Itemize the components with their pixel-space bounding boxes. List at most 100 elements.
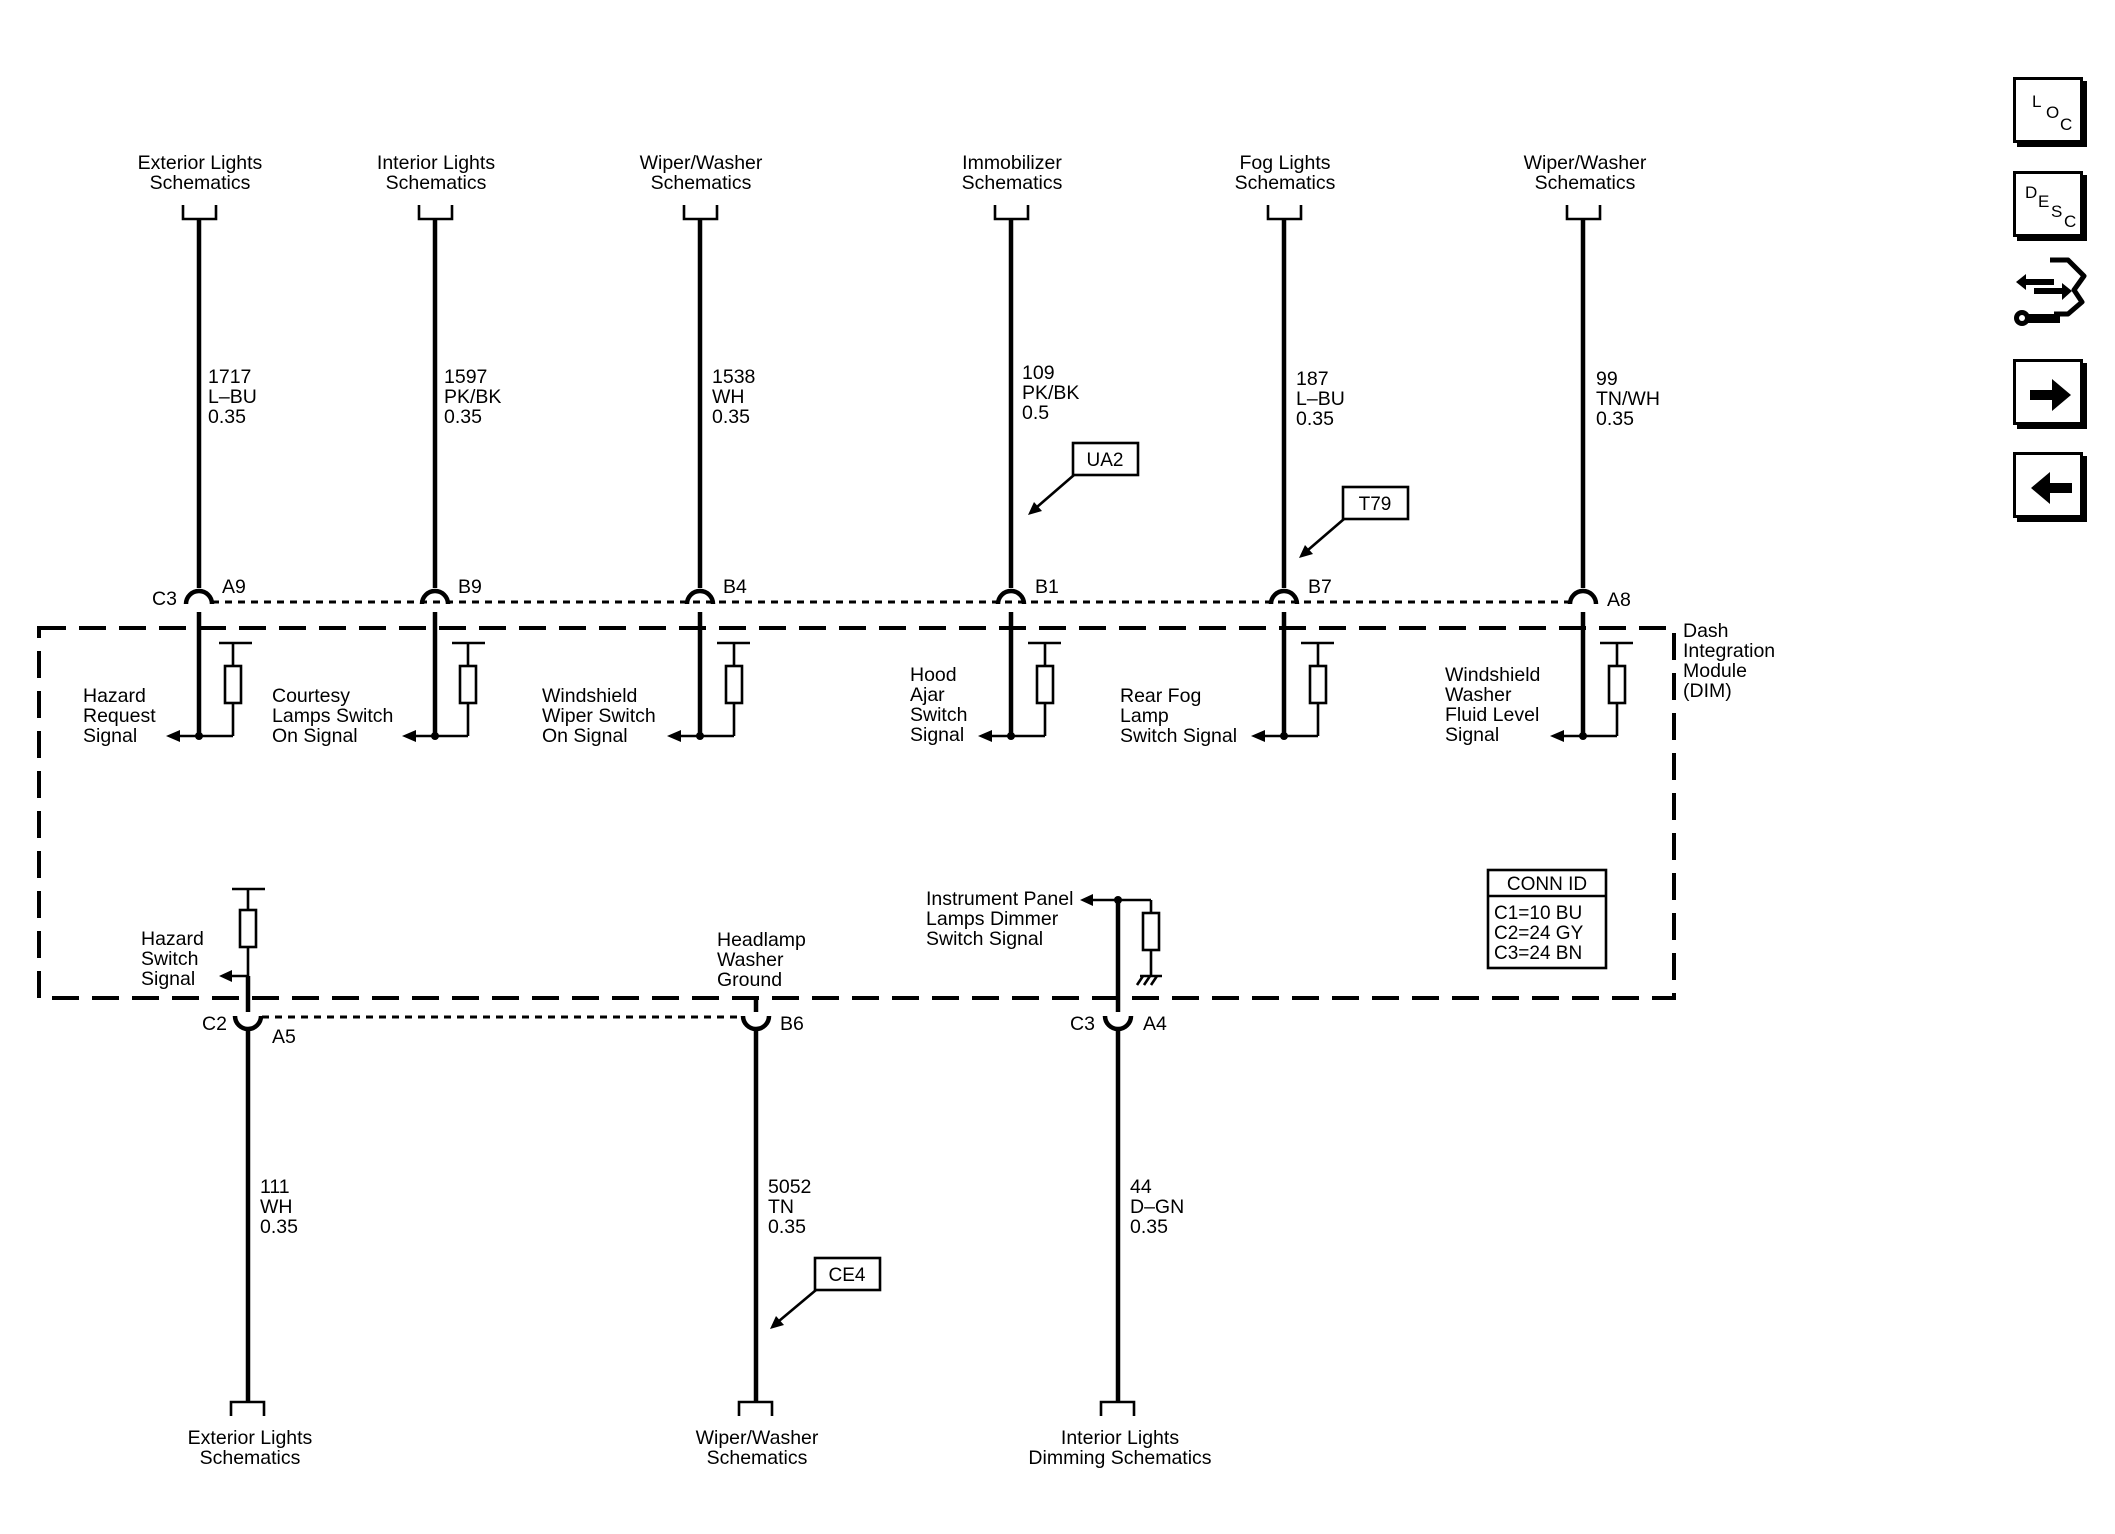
wire-color: D–GN (1130, 1196, 1184, 1218)
signal-label: Switch Signal (1120, 725, 1237, 747)
circuit-number: 1717 (208, 366, 251, 388)
arrow-right-icon (2030, 379, 2071, 411)
top-wire-washer: Wiper/Washer Schematics 99 TN/WH 0.35 (1524, 152, 1660, 588)
circuit-number: 44 (1130, 1176, 1152, 1198)
signal-label: Wiper Switch (542, 705, 656, 727)
svg-text:Integration: Integration (1683, 640, 1775, 662)
loc-button[interactable]: L O C (2013, 77, 2083, 143)
signal-label: Signal (83, 725, 137, 747)
circuit-number: 109 (1022, 362, 1055, 384)
wire-color: PK/BK (1022, 382, 1079, 404)
signal-label: Signal (1445, 724, 1499, 746)
signal-label: On Signal (542, 725, 628, 747)
circuit-number: 5052 (768, 1176, 811, 1198)
signal-label: Hood (910, 664, 957, 686)
pin-label: B7 (1308, 576, 1332, 598)
circuit-number: 187 (1296, 368, 1329, 390)
location-tag-ua2: UA2 (1028, 441, 1140, 515)
signal-label: Ajar (910, 684, 945, 706)
pin-label: A5 (272, 1026, 296, 1048)
wire-gauge: 0.5 (1022, 402, 1049, 424)
top-wire-wiper: Wiper/Washer Schematics 1538 WH 0.35 (640, 152, 763, 588)
svg-text:C2=24 GY: C2=24 GY (1494, 923, 1584, 944)
svg-text:C3=24 BN: C3=24 BN (1494, 943, 1582, 964)
svg-text:C: C (2064, 212, 2076, 231)
signal-label: Signal (141, 968, 195, 990)
location-tag-t79: T79 (1299, 485, 1410, 558)
wire-color: TN/WH (1596, 388, 1660, 410)
input-circuit-washer-fluid: Windshield Washer Fluid Level Signal (1445, 612, 1633, 746)
wire-gauge: 0.35 (444, 406, 482, 428)
bottom-dest-label: Exterior Lights (188, 1427, 313, 1449)
signal-label: Instrument Panel (926, 888, 1073, 910)
circuit-number: 1597 (444, 366, 487, 388)
top-dest-label: Wiper/Washer (640, 152, 763, 174)
pin-label: A8 (1607, 589, 1631, 611)
next-button[interactable] (2013, 359, 2083, 425)
module-label: Dash Integration Module (DIM) (1683, 620, 1775, 702)
top-wire-fog: Fog Lights Schematics 187 L–BU 0.35 (1235, 152, 1345, 588)
top-wire-courtesy: Interior Lights Schematics 1597 PK/BK 0.… (377, 152, 501, 588)
svg-text:D: D (2025, 183, 2037, 202)
svg-text:L: L (2032, 92, 2041, 111)
wire-color: L–BU (1296, 388, 1345, 410)
signal-label: Hazard (141, 928, 204, 950)
input-circuit-hood-ajar: Hood Ajar Switch Signal (910, 612, 1061, 746)
input-circuit-hazard-request: Hazard Request Signal (83, 612, 252, 747)
wire-gauge: 0.35 (260, 1216, 298, 1238)
wire-gauge: 0.35 (768, 1216, 806, 1238)
input-circuit-wiper-switch: Windshield Wiper Switch On Signal (542, 612, 750, 747)
signal-label: Lamps Switch (272, 705, 393, 727)
pin-label: B9 (458, 576, 482, 598)
top-dest-label: Schematics (1535, 172, 1636, 194)
signal-label: Headlamp (717, 929, 806, 951)
pin-label: A4 (1143, 1013, 1167, 1035)
signal-label: Rear Fog (1120, 685, 1201, 707)
wire-color: WH (260, 1196, 293, 1218)
signal-label: On Signal (272, 725, 358, 747)
svg-text:CE4: CE4 (829, 1265, 866, 1286)
dim-module-boundary (37, 626, 1676, 1000)
wire-color: TN (768, 1196, 794, 1218)
svg-text:CONN ID: CONN ID (1507, 874, 1587, 895)
top-dest-label: Exterior Lights (138, 152, 263, 174)
wire-gauge: 0.35 (208, 406, 246, 428)
desc-button[interactable]: D E S C (2013, 171, 2083, 237)
signal-label: Fluid Level (1445, 704, 1539, 726)
wire-color: WH (712, 386, 745, 408)
pin-label: B1 (1035, 576, 1059, 598)
back-button[interactable] (2013, 452, 2083, 518)
top-wire-hazard: Exterior Lights Schematics 1717 L–BU 0.3… (138, 152, 263, 588)
conn-id-table: CONN ID C1=10 BU C2=24 GY C3=24 BN (1486, 868, 1608, 970)
dimmer-switch-circuit: Instrument Panel Lamps Dimmer Switch Sig… (926, 888, 1162, 1012)
wire-gauge: 0.35 (1130, 1216, 1168, 1238)
location-tag-ce4: CE4 (770, 1256, 882, 1329)
signal-label: Windshield (1445, 664, 1540, 686)
svg-text:UA2: UA2 (1087, 450, 1124, 471)
svg-text:Dash: Dash (1683, 620, 1729, 642)
signal-label: Switch (910, 704, 967, 726)
svg-text:S: S (2051, 202, 2062, 221)
connector-c3-top: C3 A9 B9 B4 B1 B7 A8 (152, 576, 1631, 611)
wire-gauge: 0.35 (1296, 408, 1334, 430)
headlamp-washer-ground-label: Headlamp Washer Ground (717, 929, 806, 1012)
diagnostic-tool-icon[interactable] (2010, 254, 2090, 336)
circuit-number: 111 (260, 1176, 290, 1198)
signal-label: Washer (717, 949, 784, 971)
pin-label: A9 (222, 576, 246, 598)
top-dest-label: Fog Lights (1239, 152, 1330, 174)
top-dest-label: Wiper/Washer (1524, 152, 1647, 174)
svg-text:(DIM): (DIM) (1683, 680, 1732, 702)
top-dest-label: Schematics (962, 172, 1063, 194)
circuit-number: 1538 (712, 366, 755, 388)
top-dest-label: Schematics (651, 172, 752, 194)
svg-text:C1=10 BU: C1=10 BU (1494, 903, 1582, 924)
svg-text:O: O (2046, 103, 2059, 122)
svg-text:T79: T79 (1359, 494, 1392, 515)
svg-text:E: E (2038, 192, 2049, 211)
signal-label: Signal (910, 724, 964, 746)
bottom-dest-label: Dimming Schematics (1028, 1447, 1211, 1469)
signal-label: Washer (1445, 684, 1512, 706)
signal-label: Hazard (83, 685, 146, 707)
